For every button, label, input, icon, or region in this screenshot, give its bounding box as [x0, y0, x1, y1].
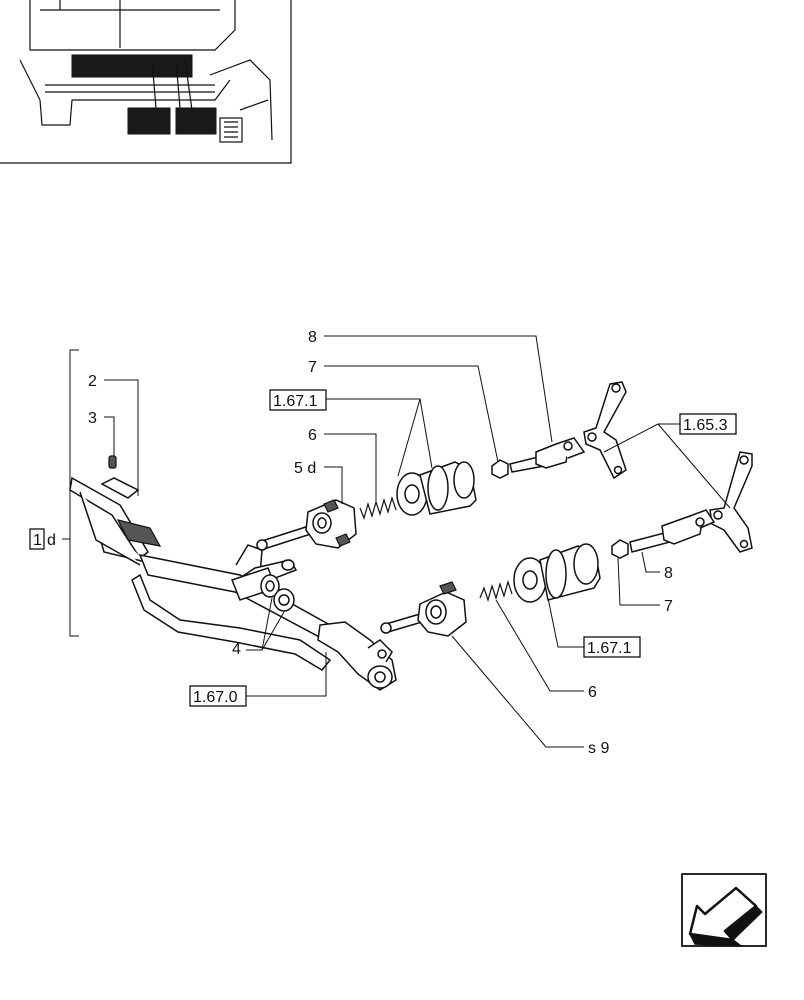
lower-bolt-nut — [611, 509, 716, 559]
callout-labels: 8 7 1.67.1 6 5 d 1.65.3 2 3 1 d 4 1.67.0… — [29, 329, 737, 757]
callout-3: 3 — [88, 410, 97, 427]
ref-box-1670 — [189, 685, 247, 707]
callout-5d: 5 d — [294, 460, 316, 477]
callout-1-suffix: d — [47, 532, 56, 549]
group-1-bracket — [62, 349, 79, 637]
callout-6-right: 6 — [588, 684, 597, 701]
leader-lines — [104, 335, 731, 748]
lower-lever — [709, 451, 753, 553]
callout-8-right: 8 — [664, 565, 673, 582]
pedal-location-thumbnail — [0, 0, 292, 164]
callout-2: 2 — [88, 373, 97, 390]
upper-cylinder-group — [256, 437, 586, 551]
callout-1671-right: 1.67.1 — [587, 640, 632, 657]
callout-1: 1 — [33, 532, 42, 549]
upper-lever — [583, 381, 627, 480]
callout-7-top: 7 — [308, 359, 317, 376]
ref-box-1653 — [679, 413, 737, 435]
callout-4: 4 — [232, 641, 241, 658]
callout-6-top: 6 — [308, 427, 317, 444]
small-parts-2-3 — [100, 455, 140, 499]
back-arrow-icon[interactable] — [681, 873, 767, 947]
lower-cylinder-group — [380, 543, 601, 637]
callout-1653: 1.65.3 — [683, 417, 728, 434]
callout-1670: 1.67.0 — [193, 689, 238, 706]
callout-7-right: 7 — [664, 598, 673, 615]
pedal-shaft-assembly — [69, 476, 397, 691]
ref-box-1 — [29, 528, 45, 550]
ref-box-1671-top — [269, 389, 327, 411]
callout-s9: s 9 — [588, 740, 609, 757]
ref-box-1671-right — [583, 636, 641, 658]
callout-1671-top: 1.67.1 — [273, 393, 318, 410]
callout-8-top: 8 — [308, 329, 317, 346]
